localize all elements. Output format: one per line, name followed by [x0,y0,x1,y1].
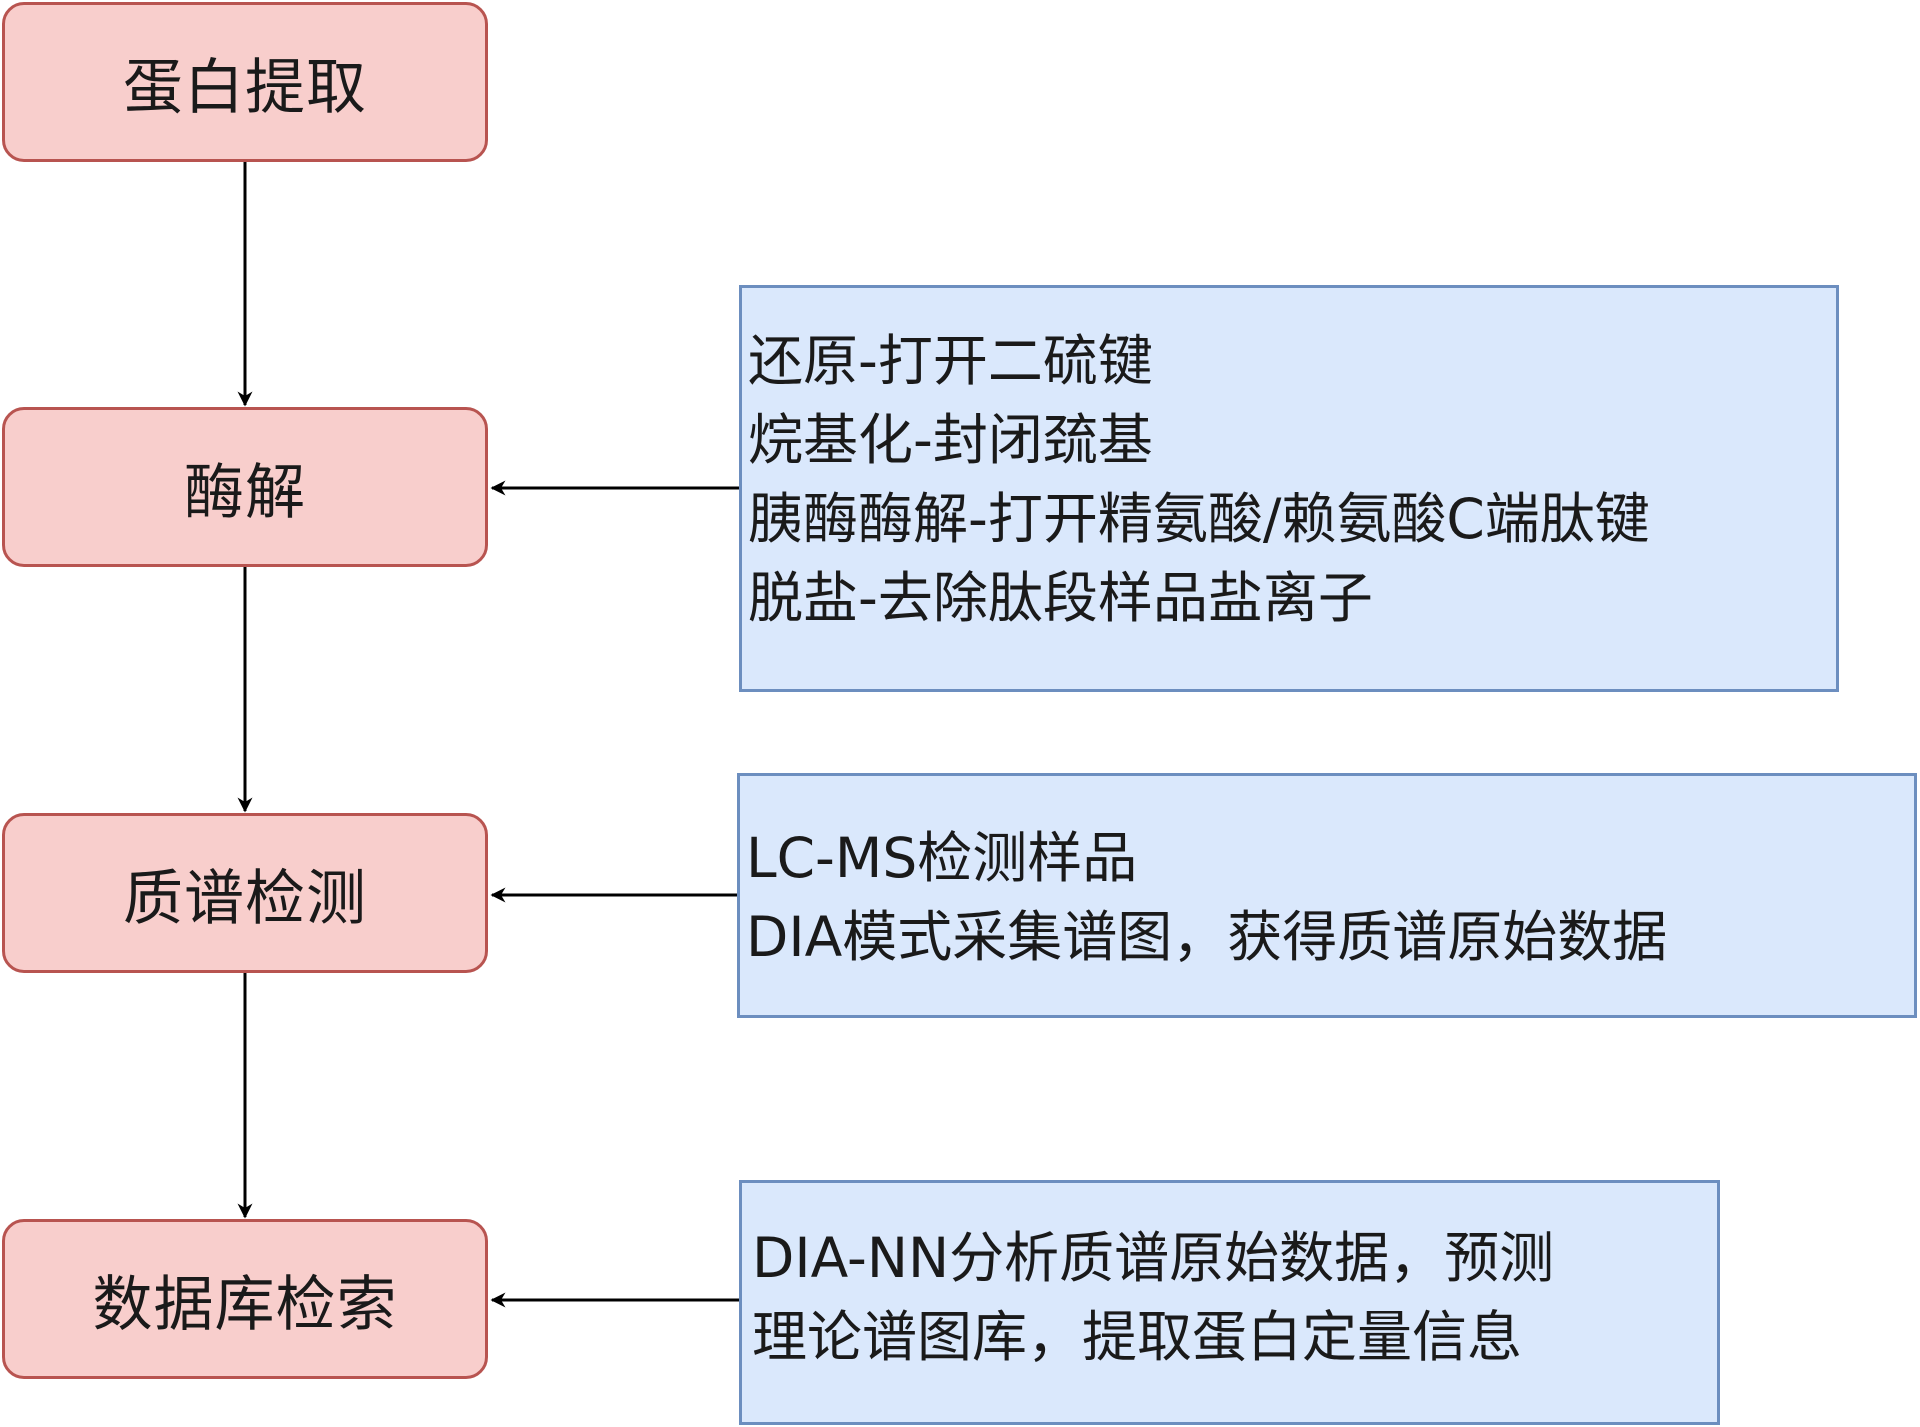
step-label: 蛋白提取 [123,52,367,123]
note-line: 理论谱图库，提取蛋白定量信息 [752,1304,1523,1369]
step-label: 酶解 [184,457,306,528]
note-line: DIA模式采集谱图，获得质谱原始数据 [746,904,1668,969]
step-enzymatic-digestion: 酶解 [2,407,488,567]
step-protein-extraction: 蛋白提取 [2,2,488,162]
note-line: 胰酶酶解-打开精氨酸/赖氨酸C端肽键 [748,486,1650,551]
note-line: 还原-打开二硫键 [748,328,1153,393]
note-search-details: DIA-NN分析质谱原始数据，预测 理论谱图库，提取蛋白定量信息 [739,1180,1720,1425]
note-line: 脱盐-去除肽段样品盐离子 [748,565,1373,630]
step-mass-spec-detection: 质谱检测 [2,813,488,973]
note-line: LC-MS检测样品 [746,825,1138,890]
note-digestion-details: 还原-打开二硫键 烷基化-封闭巯基 胰酶酶解-打开精氨酸/赖氨酸C端肽键 脱盐-… [739,285,1839,692]
note-ms-details: LC-MS检测样品 DIA模式采集谱图，获得质谱原始数据 [737,773,1917,1018]
step-label: 数据库检索 [92,1269,398,1340]
step-database-search: 数据库检索 [2,1219,488,1379]
note-line: 烷基化-封闭巯基 [748,407,1153,472]
step-label: 质谱检测 [123,863,367,934]
note-line: DIA-NN分析质谱原始数据，预测 [752,1225,1555,1290]
